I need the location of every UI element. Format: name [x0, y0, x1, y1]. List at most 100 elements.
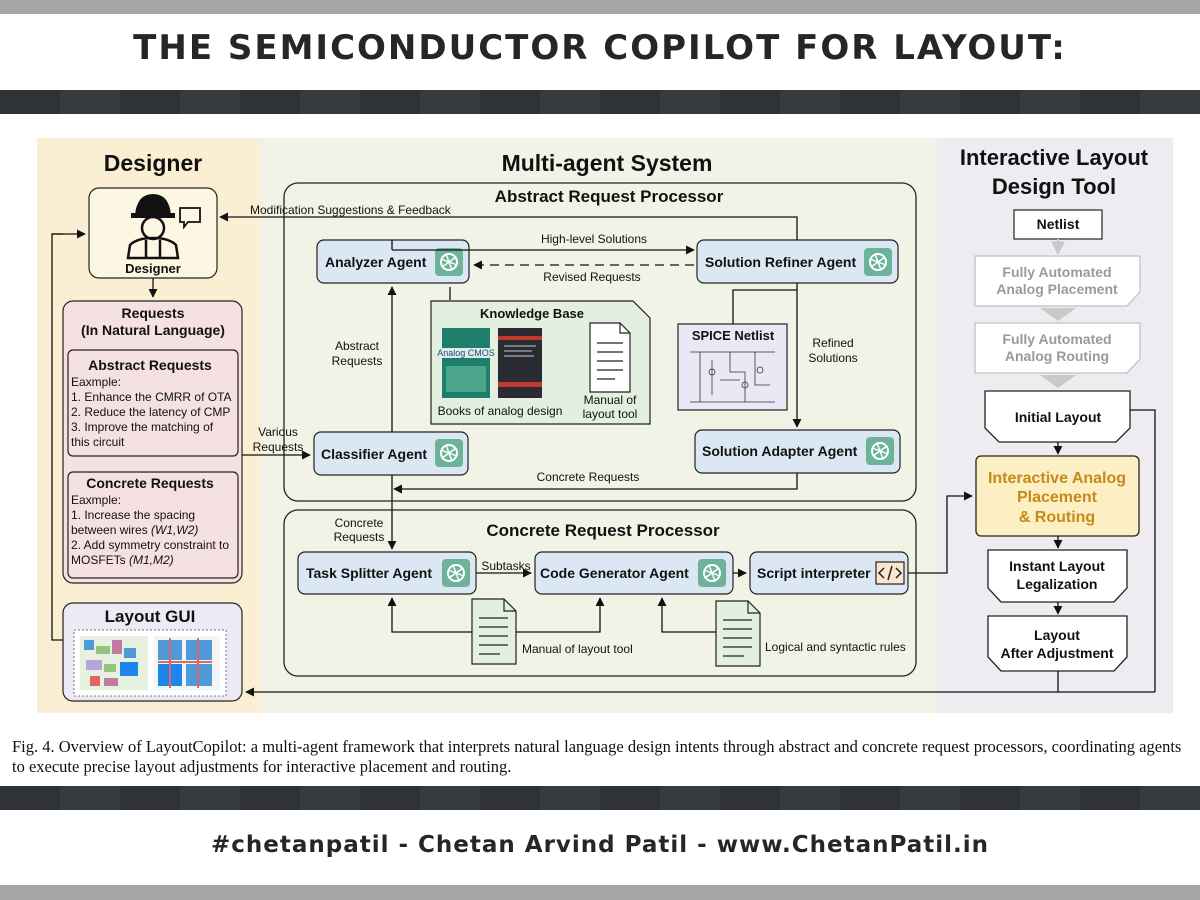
concrete-requests-box [67, 471, 239, 579]
openai-icon [434, 247, 464, 277]
book-analog-cmos-icon: Analog CMOS [437, 328, 495, 398]
openai-icon [434, 438, 464, 468]
abstract-line: 3. Improve the matching of [71, 420, 214, 434]
concrete-line: between wires (W1,W2) [71, 523, 198, 537]
designer-heading: Designer [104, 150, 202, 176]
far-label-2: Analog Routing [1005, 348, 1109, 364]
kb-manual-label-2: layout tool [583, 407, 638, 421]
instant-label-1: Instant Layout [1009, 558, 1105, 574]
requests-title-2: (In Natural Language) [81, 322, 225, 338]
openai-icon [697, 558, 727, 588]
analyzer-agent: Analyzer Agent [316, 239, 470, 284]
fap-label-1: Fully Automated [1002, 264, 1111, 280]
initial-layout-label: Initial Layout [1015, 409, 1102, 425]
mas-column [261, 138, 937, 713]
gray-chevron-icon [1040, 308, 1076, 321]
concrete-line-text: between wires [71, 523, 151, 537]
task-splitter-agent-label: Task Splitter Agent [306, 565, 432, 581]
code-generator-agent-label: Code Generator Agent [540, 565, 689, 581]
spice-netlist: SPICE Netlist [677, 323, 788, 411]
script-interpreter-label: Script interpreter [757, 565, 871, 581]
concrete-line: 1. Increase the spacing [71, 508, 195, 522]
bottom-gray-band [0, 885, 1200, 900]
various-label-2: Requests [253, 440, 304, 454]
abstract-req-label-2: Requests [332, 354, 383, 368]
fap-box [974, 255, 1141, 307]
iapr-label-1: Interactive Analog [988, 470, 1126, 487]
after-adjustment-box [987, 615, 1128, 672]
refined-label-2: Solutions [808, 351, 857, 365]
tool-heading-2: Design Tool [992, 174, 1116, 199]
fap-label-2: Analog Placement [996, 281, 1118, 297]
subtasks-label: Subtasks [481, 559, 530, 573]
analyzer-agent-label: Analyzer Agent [325, 254, 427, 270]
concrete-req2-label-2: Requests [334, 530, 385, 544]
layout-gui-title: Layout GUI [105, 607, 196, 626]
knowledge-base: Knowledge Base Analog CMOS Books of anal… [430, 300, 651, 425]
books-label: Books of analog design [438, 404, 563, 418]
designer-icon [126, 194, 201, 260]
solution-adapter-agent: Solution Adapter Agent [694, 429, 901, 474]
concrete-line-text: MOSFETs [71, 553, 129, 567]
solution-adapter-agent-label: Solution Adapter Agent [702, 443, 858, 459]
concrete-line: Eaxmple: [71, 493, 121, 507]
solution-refiner-agent-label: Solution Refiner Agent [705, 254, 856, 270]
bottom-dark-band [0, 786, 1200, 810]
figure-caption: Fig. 4. Overview of LayoutCopilot: a mul… [12, 737, 1182, 776]
instant-legalization-box [987, 549, 1128, 603]
concrete-requests-title: Concrete Requests [86, 475, 214, 491]
concrete-req-label: Concrete Requests [537, 470, 640, 484]
solution-refiner-agent: Solution Refiner Agent [696, 239, 899, 284]
iapr-label-2: Placement [1017, 489, 1098, 506]
abstract-line: this circuit [71, 435, 125, 449]
manual-document-icon [471, 598, 517, 665]
layoutcopilot-diagram: Designer Designer Requests (In Natural L… [37, 138, 1173, 713]
classifier-agent: Classifier Agent [313, 431, 469, 476]
netlist-label: Netlist [1037, 216, 1080, 232]
designer-avatar-label: Designer [125, 261, 181, 276]
book-cover-title: Analog CMOS [437, 348, 495, 358]
manual-layout-tool-label: Manual of layout tool [522, 642, 633, 656]
refined-label-1: Refined [812, 336, 853, 350]
spice-netlist-title: SPICE Netlist [692, 328, 775, 343]
netlist-box [1013, 209, 1103, 240]
initial-layout-box [984, 390, 1131, 443]
after-label-1: Layout [1034, 627, 1080, 643]
abstract-requests-box [67, 349, 239, 457]
openai-icon [863, 247, 893, 277]
footer-credit: #chetanpatil - Chetan Arvind Patil - www… [210, 832, 990, 858]
concrete-processor-title: Concrete Request Processor [486, 521, 720, 540]
script-interpreter: Script interpreter [749, 551, 909, 595]
layout-gui-thumbnail [73, 629, 227, 697]
abstract-processor-box [283, 182, 917, 502]
abstract-requests-title: Abstract Requests [88, 357, 212, 373]
after-label-2: After Adjustment [1000, 645, 1113, 661]
openai-icon [441, 558, 471, 588]
concrete-line-italic: (W1,W2) [151, 523, 198, 537]
high-level-label: High-level Solutions [541, 232, 647, 246]
tool-heading-1: Interactive Layout [960, 145, 1149, 170]
abstract-req-label-1: Abstract [335, 339, 380, 353]
document-icon [589, 322, 631, 393]
gray-chevron-icon [1040, 375, 1076, 388]
page-title: THE SEMICONDUCTOR COPILOT FOR LAYOUT: [133, 28, 1067, 68]
connection-arrows [51, 212, 1156, 697]
far-box [974, 322, 1141, 374]
revised-label: Revised Requests [543, 270, 640, 284]
concrete-req2-label-1: Concrete [335, 516, 384, 530]
modification-label: Modification Suggestions & Feedback [250, 203, 452, 217]
rules-document-icon [715, 600, 761, 667]
requests-title-1: Requests [121, 305, 184, 321]
kb-manual-label-1: Manual of [584, 393, 637, 407]
abstract-line: Eaxmple: [71, 375, 121, 389]
concrete-line-italic: (M1,M2) [129, 553, 174, 567]
abstract-processor-title: Abstract Request Processor [495, 187, 724, 206]
top-dark-band [0, 90, 1200, 114]
knowledge-base-title: Knowledge Base [480, 306, 584, 321]
classifier-agent-label: Classifier Agent [321, 446, 427, 462]
far-label-1: Fully Automated [1002, 331, 1111, 347]
openai-icon [865, 436, 895, 466]
concrete-line: 2. Add symmetry constraint to [71, 538, 229, 552]
code-generator-agent: Code Generator Agent [534, 551, 734, 595]
circuit-schematic-icon [690, 351, 775, 403]
